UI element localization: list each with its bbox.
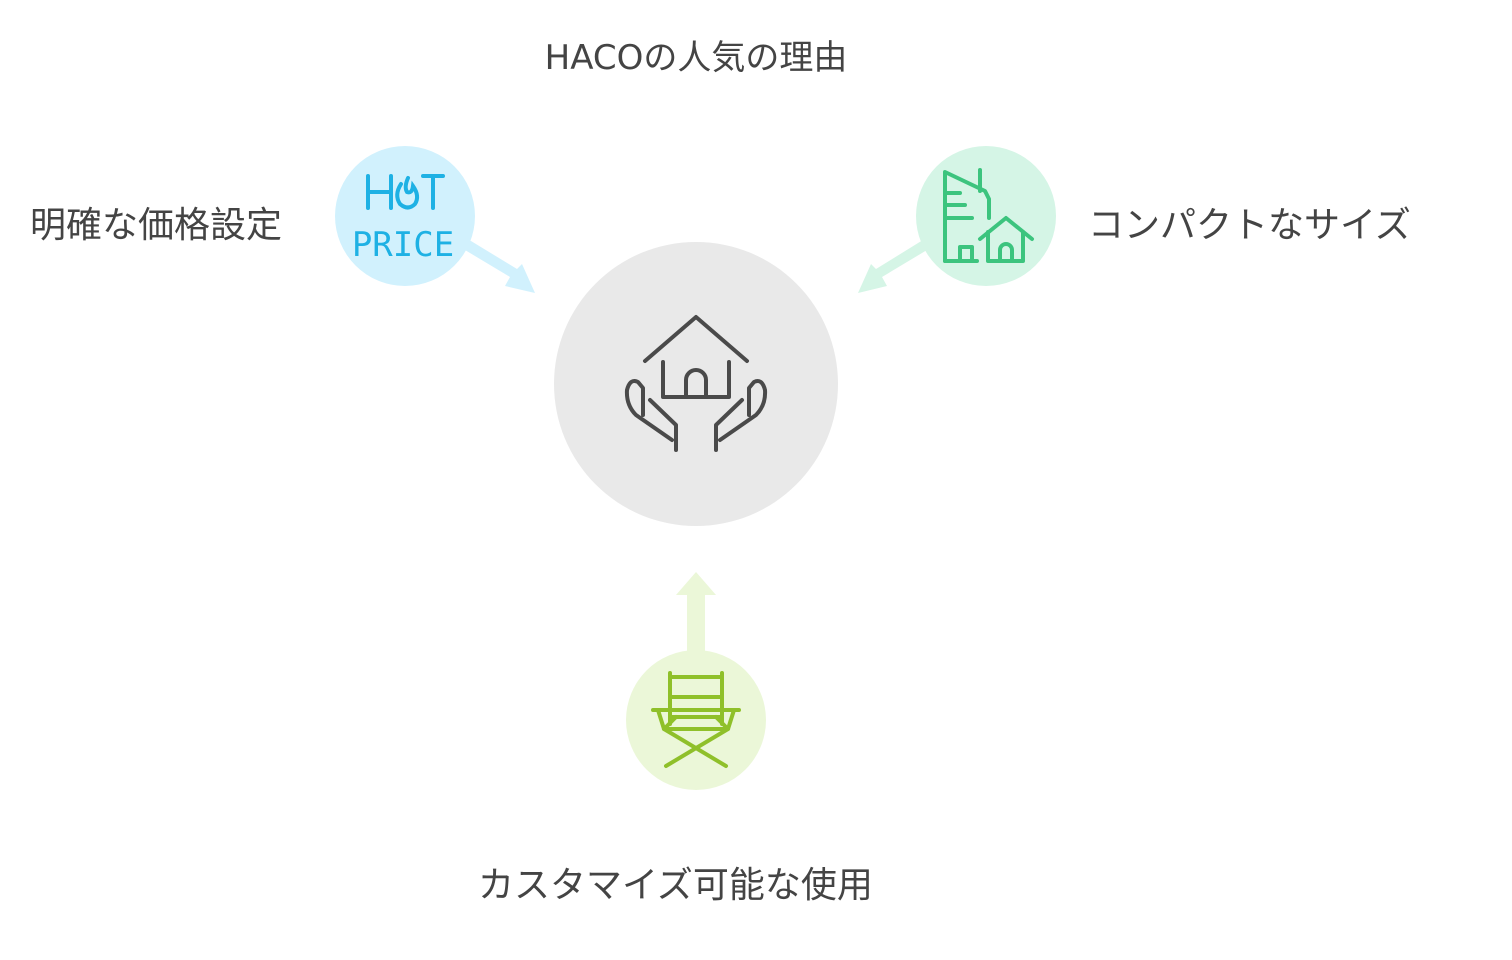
buildings-house-icon <box>943 168 1034 263</box>
size-circle <box>916 146 1056 286</box>
price-circle <box>335 146 475 286</box>
factor-label-custom: カスタマイズ可能な使用 <box>478 865 873 906</box>
factor-label-price: 明確な価格設定 <box>30 205 283 246</box>
house-in-hands-icon <box>624 315 768 452</box>
center-circle <box>554 242 838 526</box>
diagram-title: HACOの人気の理由 <box>544 38 848 78</box>
custom-circle <box>626 650 766 790</box>
directors-chair-icon <box>651 671 741 768</box>
hot-price-icon-text: PRICE <box>352 225 454 265</box>
factor-label-size: コンパクトなサイズ <box>1088 205 1411 246</box>
hot-price-icon: PRICE <box>352 174 454 265</box>
arrow-custom-to-center <box>676 572 716 660</box>
